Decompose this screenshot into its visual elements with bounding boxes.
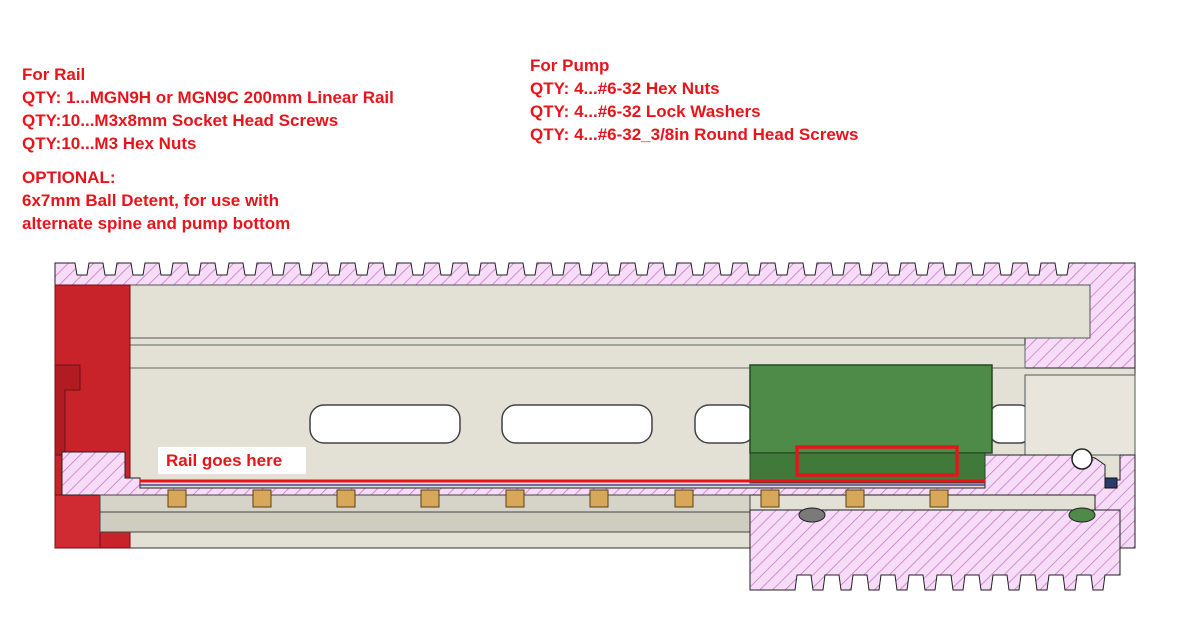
red-end-cap-lower [54, 494, 101, 549]
red-end-cap-notch [54, 364, 81, 456]
nut-row [167, 489, 949, 508]
vent-slot-1 [309, 404, 461, 444]
carriage-lower [749, 452, 986, 484]
nut-2 [252, 489, 272, 508]
optional-notes: OPTIONAL: 6x7mm Ball Detent, for use wit… [22, 166, 290, 235]
pump-notes-line: QTY: 4...#6-32 Lock Washers [530, 102, 761, 121]
right-inner-block [1024, 374, 1136, 456]
nut-4 [420, 489, 440, 508]
rail-notes-line: QTY:10...M3 Hex Nuts [22, 134, 197, 153]
carriage-block [749, 364, 993, 454]
rail-callout-label: Rail goes here [158, 447, 306, 474]
nut-6 [589, 489, 609, 508]
detent-dark-block [1104, 477, 1118, 489]
vent-slot-4 [989, 404, 1031, 444]
nut-9 [845, 489, 865, 508]
nut-3 [336, 489, 356, 508]
pump-bottom-section [749, 509, 1121, 591]
rail-notes: For Rail QTY: 1...MGN9H or MGN9C 200mm L… [22, 63, 394, 155]
ball-detent [1071, 448, 1093, 470]
nut-1 [167, 489, 187, 508]
vent-slot-2 [501, 404, 653, 444]
optional-notes-heading: OPTIONAL: [22, 168, 116, 187]
nut-8 [760, 489, 780, 508]
optional-notes-line: 6x7mm Ball Detent, for use with [22, 191, 279, 210]
nut-10 [929, 489, 949, 508]
pump-notes-line: QTY: 4...#6-32_3/8in Round Head Screws [530, 125, 859, 144]
spine-lower-strip-2 [99, 511, 751, 533]
inner-tube [129, 284, 1091, 339]
lock-washer-left [798, 507, 826, 523]
optional-notes-line: alternate spine and pump bottom [22, 214, 291, 233]
rail-notes-heading: For Rail [22, 65, 86, 84]
rail-notes-line: QTY:10...M3x8mm Socket Head Screws [22, 111, 339, 130]
top-serrated-section [54, 262, 1136, 369]
rail-notes-line: QTY: 1...MGN9H or MGN9C 200mm Linear Rai… [22, 88, 394, 107]
lock-washer-right [1068, 507, 1096, 523]
nut-5 [505, 489, 525, 508]
rail-highlight-box [795, 445, 959, 477]
vent-slot-3 [694, 404, 756, 444]
nut-7 [674, 489, 694, 508]
pump-notes-heading: For Pump [530, 56, 610, 75]
pump-notes: For Pump QTY: 4...#6-32 Hex Nuts QTY: 4.… [530, 54, 858, 146]
pump-notes-line: QTY: 4...#6-32 Hex Nuts [530, 79, 720, 98]
